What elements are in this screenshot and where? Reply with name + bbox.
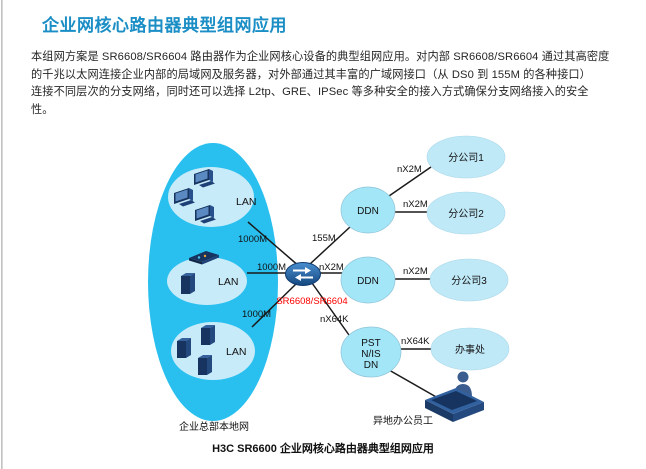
link-router-pstn: [311, 282, 350, 336]
paragraph-line: 连接不同层次的分支网络，同时还可以选择 L2tp、GRE、IPSec 等多种安全…: [31, 86, 589, 98]
network-links: [247, 166, 439, 399]
server-tower-icon: [201, 325, 215, 345]
switch-icon: [189, 251, 219, 265]
link-speed-lan3: 1000M: [242, 309, 271, 320]
link-speed-wan-mid: nX2M: [319, 262, 344, 273]
network-topology-diagram: LAN LAN LAN SR6608/SR6604 DDN DDN PST N/…: [148, 135, 510, 455]
lan-ellipse-bottom: [171, 322, 255, 380]
link-speed-lan1: 1000M: [238, 234, 267, 245]
branch-office-1-label: 分公司1: [448, 152, 484, 164]
link-speed-ddn1-b2: nX2M: [403, 199, 428, 210]
link-lan3-router: [251, 282, 298, 328]
pstn-label-line1: PST: [361, 338, 380, 349]
branch-office-3-ellipse: [429, 258, 509, 302]
paragraph-line: 的千兆以太网连接企业内部的局域网及服务器，对外部通过其丰富的广域网接口（从 DS…: [31, 68, 591, 81]
pstn-isdn-cloud: [340, 326, 402, 378]
figure-caption: H3C SR6600 企业网核心路由器典型组网应用: [212, 441, 434, 455]
desktop-pc-icon: [174, 188, 195, 207]
link-pstn-laptop: [388, 369, 439, 399]
paragraph-line: 性。: [31, 103, 54, 116]
branch-office-3-label: 分公司3: [451, 275, 487, 287]
desktop-pc-icon: [194, 169, 215, 188]
lan-label-top: LAN: [236, 196, 256, 208]
link-ddn1-branch1: [388, 166, 432, 197]
office-ellipse: [430, 327, 510, 371]
ddn1-label: DDN: [357, 206, 379, 217]
server-tower-icon: [177, 338, 191, 358]
page-title: 企业网核心路由器典型组网应用: [42, 16, 287, 35]
page-left-border: [1, 0, 3, 469]
server-tower-icon: [198, 355, 212, 375]
ddn-cloud-1: [340, 186, 396, 234]
lan-ellipse-top: [168, 167, 254, 227]
link-speed-wan-bottom: nX64K: [320, 314, 349, 325]
remote-worker-label: 异地办公员工: [373, 414, 433, 427]
link-router-ddn1: [309, 226, 351, 265]
desktop-pc-icon: [195, 205, 216, 224]
server-tower-icon: [181, 273, 195, 294]
branch-office-2-ellipse: [426, 191, 506, 235]
lan-label-bottom: LAN: [226, 346, 246, 358]
intro-paragraph: 本组网方案是 SR6608/SR6604 路由器作为企业网核心设备的典型组网应用…: [31, 49, 631, 119]
pstn-label-line3: DN: [364, 360, 378, 371]
branch-office-1-ellipse: [426, 135, 506, 179]
hq-zone-label: 企业总部本地网: [179, 420, 249, 433]
lan-label-middle: LAN: [218, 276, 238, 288]
link-speed-wan-top: 155M: [312, 233, 336, 244]
pstn-label-line2: N/IS: [361, 349, 381, 360]
link-speed-lan2: 1000M: [257, 262, 286, 273]
branch-office-2-label: 分公司2: [448, 208, 484, 220]
link-speed-ddn1-b1: nX2M: [397, 164, 422, 175]
link-speed-pstn-office: nX64K: [401, 336, 430, 347]
router-model-label: SR6608/SR6604: [276, 296, 347, 307]
ddn2-label: DDN: [357, 276, 379, 287]
office-label: 办事处: [455, 343, 485, 356]
remote-worker-icon: [425, 371, 484, 422]
paragraph-line: 本组网方案是 SR6608/SR6604 路由器作为企业网核心设备的典型组网应用…: [31, 51, 610, 63]
link-speed-ddn2-b3: nX2M: [403, 266, 428, 277]
link-lan1-router: [247, 221, 301, 268]
ddn-cloud-2: [340, 256, 396, 304]
core-router-icon: [285, 262, 321, 286]
